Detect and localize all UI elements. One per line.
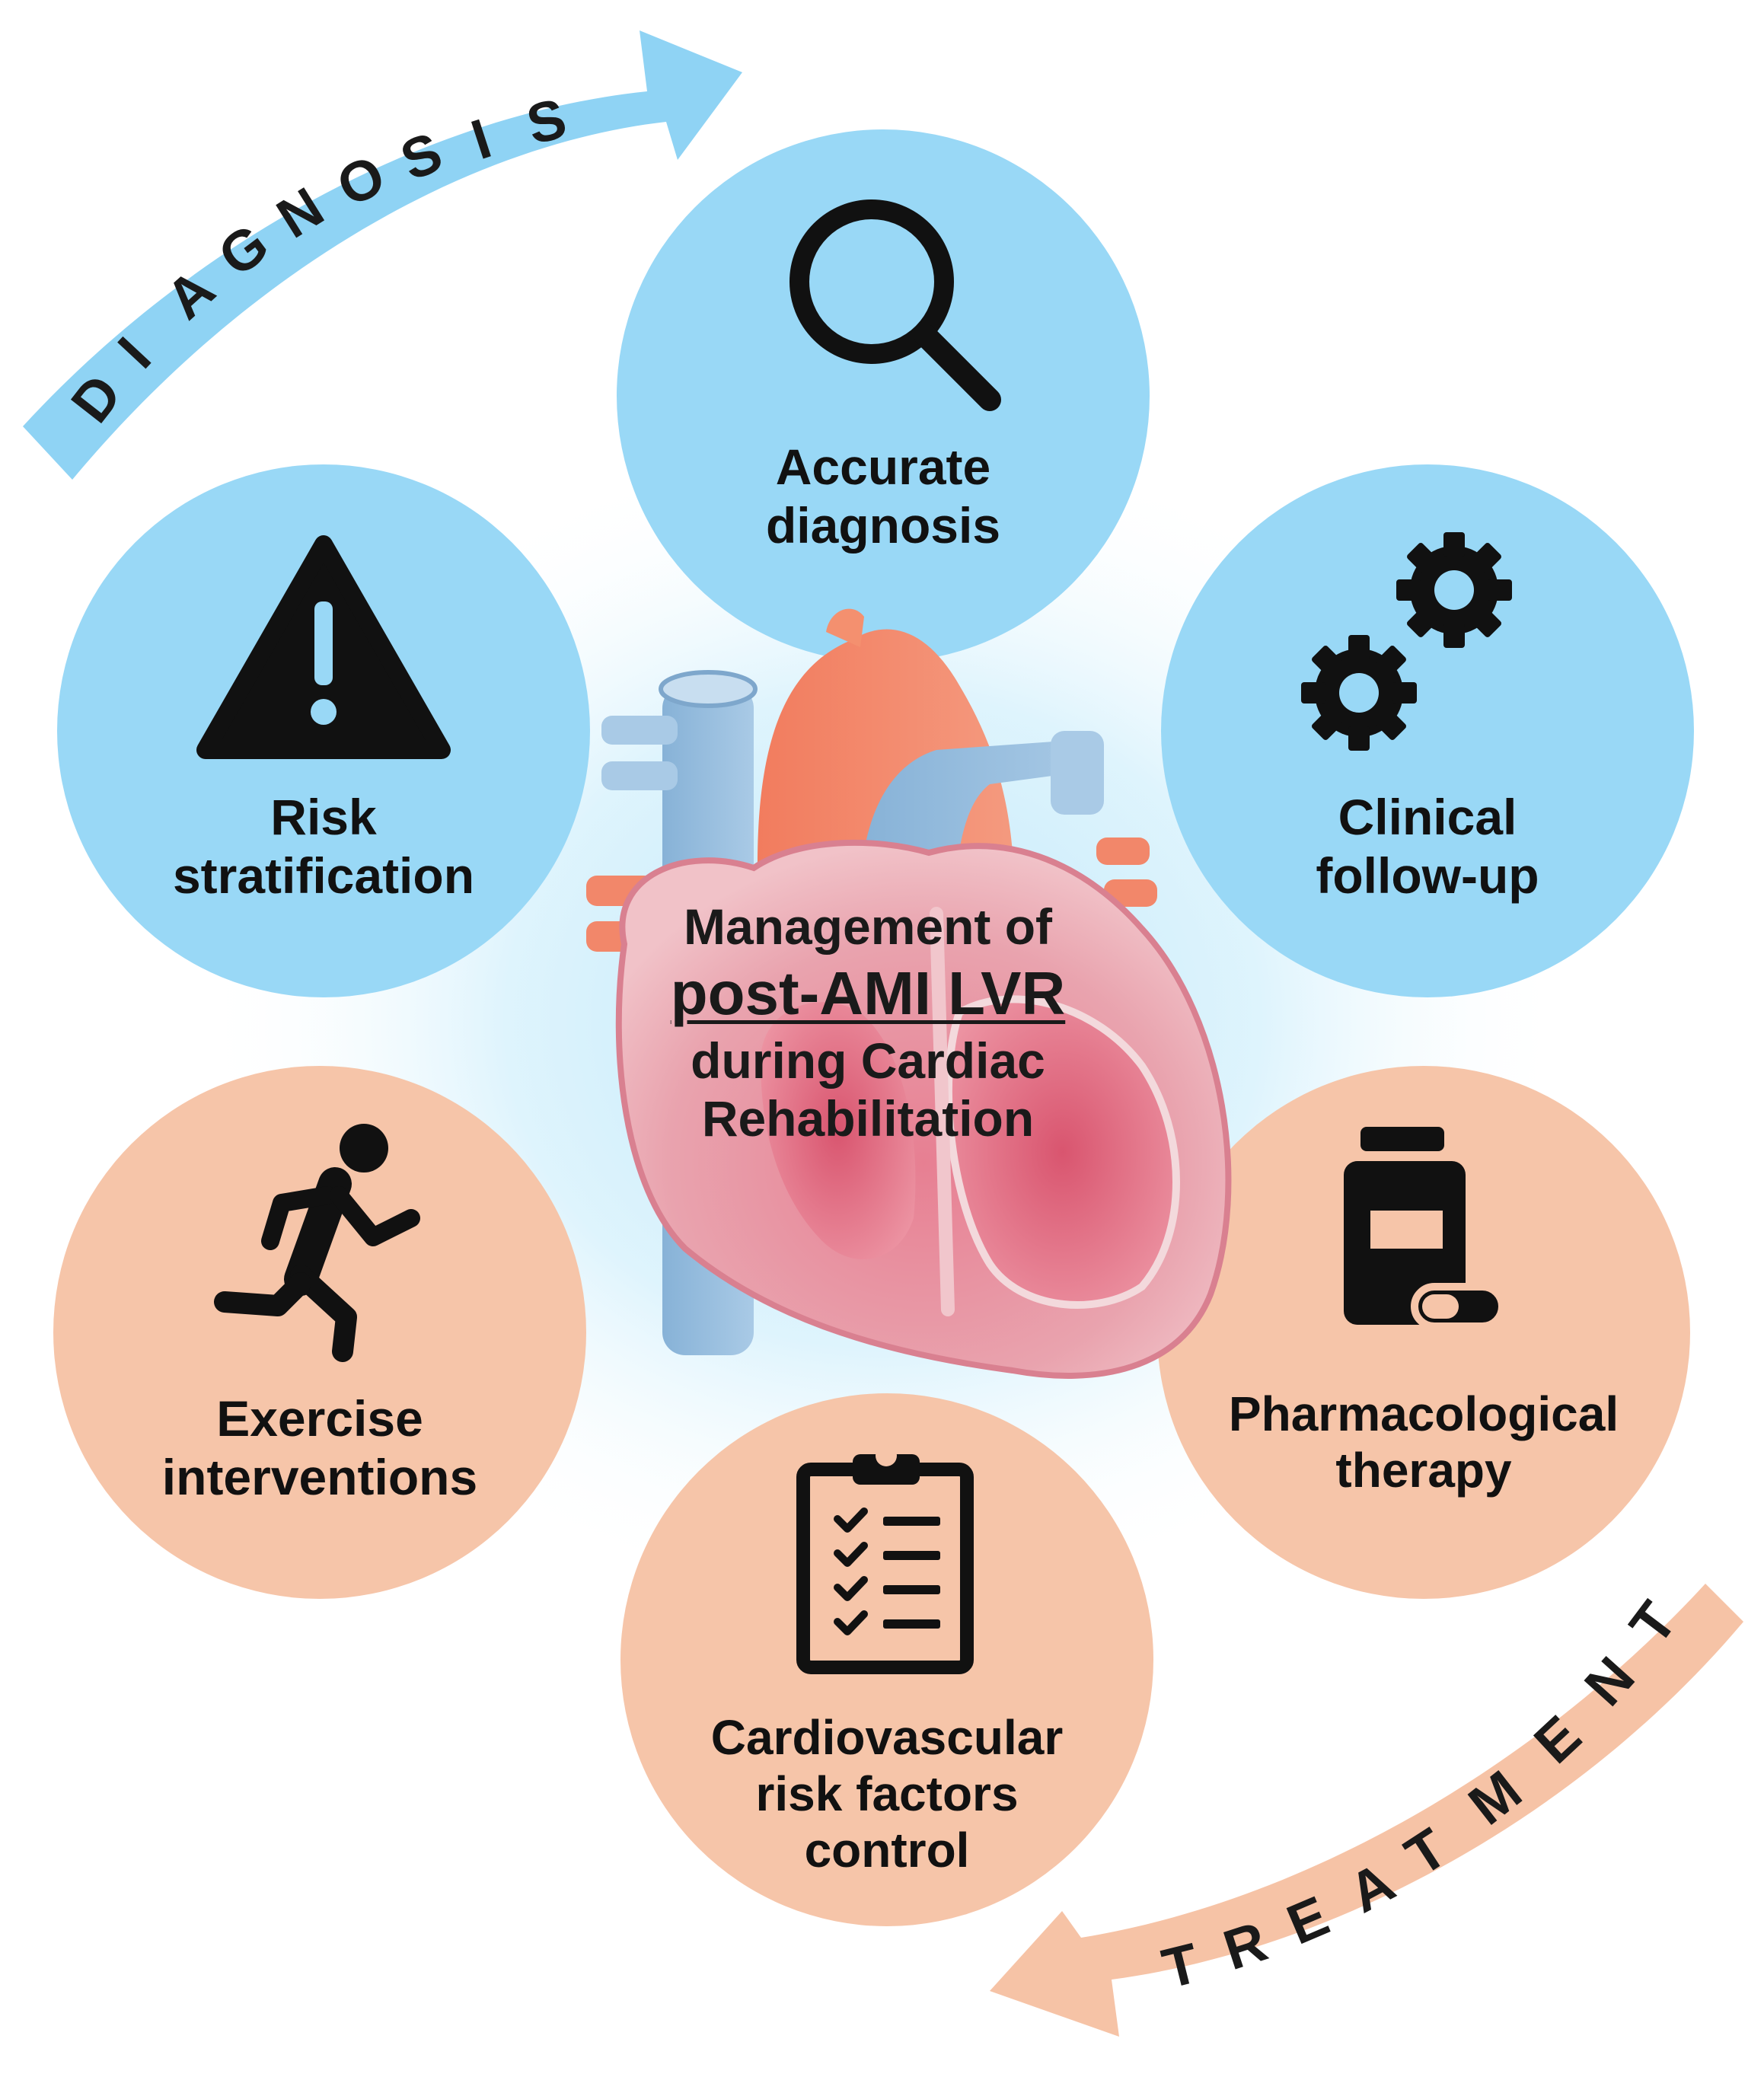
cv-risk-factors-line1: Cardiovascular bbox=[710, 1710, 1064, 1765]
center-title-line3: during Cardiac bbox=[691, 1032, 1045, 1090]
diagnosis-arrow bbox=[23, 30, 742, 480]
pharmacological-therapy-line2: therapy bbox=[1335, 1443, 1512, 1498]
pill-bottle-icon bbox=[1344, 1127, 1506, 1330]
risk-stratification-label: Risk stratification bbox=[103, 788, 544, 904]
clinical-followup-line2: follow-up bbox=[1316, 847, 1539, 904]
risk-stratification-line2: stratification bbox=[172, 847, 475, 904]
accurate-diagnosis-label: Accurate diagnosis bbox=[670, 438, 1096, 554]
risk-stratification-line1: Risk bbox=[270, 789, 377, 845]
clinical-followup-line1: Clinical bbox=[1338, 789, 1517, 845]
pharmacological-therapy-line1: Pharmacological bbox=[1228, 1386, 1619, 1441]
pharmacological-therapy-circle bbox=[1157, 1066, 1690, 1599]
pharmacological-therapy-label: Pharmacological therapy bbox=[1172, 1386, 1675, 1498]
accurate-diagnosis-line2: diagnosis bbox=[765, 496, 1001, 554]
clinical-followup-circle bbox=[1161, 464, 1694, 997]
exercise-interventions-label: Exercise interventions bbox=[99, 1389, 541, 1506]
exercise-interventions-line2: interventions bbox=[161, 1448, 478, 1505]
runner-icon bbox=[214, 1124, 420, 1362]
center-title-line1: Management of bbox=[683, 898, 1053, 955]
treatment-arrow bbox=[990, 1584, 1743, 2037]
heart-illustration bbox=[586, 608, 1232, 1379]
cv-risk-factors-label: Cardiovascular risk factors control bbox=[655, 1709, 1119, 1879]
center-title-line4: Rehabilitation bbox=[701, 1090, 1035, 1147]
cv-risk-factors-circle bbox=[620, 1393, 1153, 1926]
magnifier-icon bbox=[789, 199, 1001, 411]
exercise-interventions-line1: Exercise bbox=[216, 1390, 423, 1447]
center-title-line2: post-AMI LVR bbox=[670, 959, 1066, 1028]
center-title: Management of post-AMI LVR during Cardia… bbox=[579, 898, 1157, 1147]
clipboard-icon bbox=[796, 1445, 974, 1674]
accurate-diagnosis-circle bbox=[617, 129, 1150, 662]
clinical-followup-label: Clinical follow-up bbox=[1211, 788, 1644, 904]
treatment-arrow-letters: T R E A T M E N T bbox=[1156, 1590, 1689, 2001]
cv-risk-factors-line3: control bbox=[804, 1823, 970, 1878]
cv-risk-factors-line2: risk factors bbox=[755, 1766, 1019, 1822]
warning-icon bbox=[196, 535, 451, 759]
accurate-diagnosis-line1: Accurate bbox=[775, 439, 991, 495]
exercise-interventions-circle bbox=[53, 1066, 586, 1599]
gears-icon bbox=[1301, 532, 1512, 751]
